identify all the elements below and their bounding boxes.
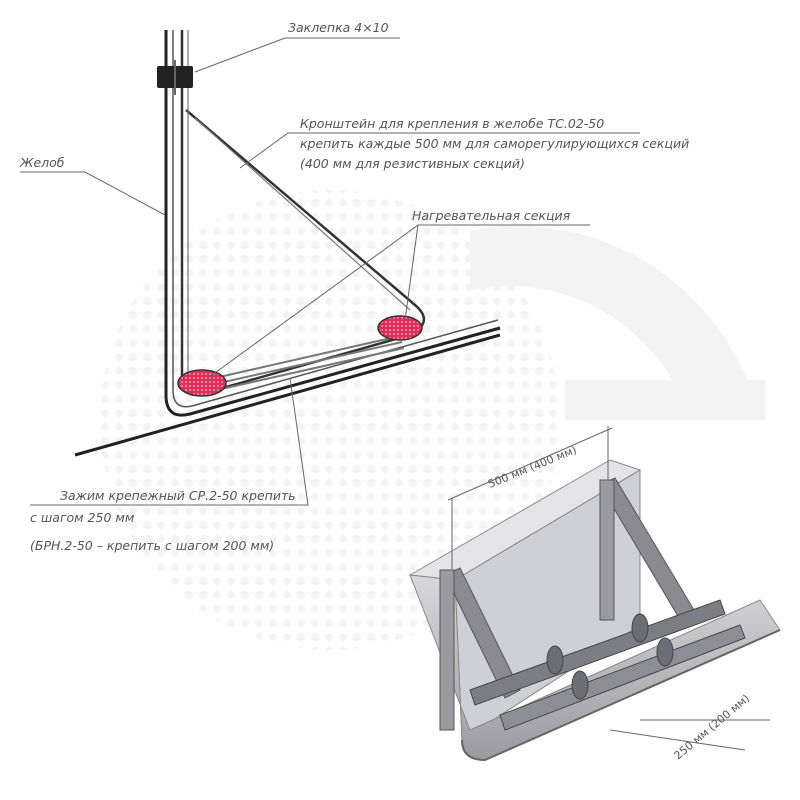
clamp-label-line2: с шагом 250 мм: [30, 510, 134, 525]
clamp: [214, 335, 405, 391]
bracket-label-line2: крепить каждые 500 мм для саморегулирующ…: [300, 136, 689, 151]
heating-cable-left: [177, 369, 227, 397]
gutter-label: Желоб: [19, 155, 65, 170]
gutter-cross-section: [74, 30, 501, 457]
clamp-spacing-dimension: 250 мм (200 мм): [672, 692, 753, 763]
heating-cable-right: [377, 315, 423, 341]
clamp-label-line1: Зажим крепежный СР.2-50 крепить: [60, 488, 296, 503]
rivet-label: Заклепка 4×10: [288, 20, 389, 35]
bracket-label-line1: Кронштейн для крепления в желобе ТС.02-5…: [300, 116, 604, 131]
rivet: [157, 60, 193, 95]
watermark-logo: [100, 190, 765, 650]
clamp-label-line3: (БРН.2-50 – крепить с шагом 200 мм): [30, 538, 274, 553]
gutter-3d-view: [408, 426, 781, 762]
bracket-label-line3: (400 мм для резистивных секций): [300, 156, 525, 171]
dimension-lines: [447, 426, 770, 751]
leader-lines: [20, 37, 640, 506]
heating-section-label: Нагревательная секция: [412, 208, 571, 223]
